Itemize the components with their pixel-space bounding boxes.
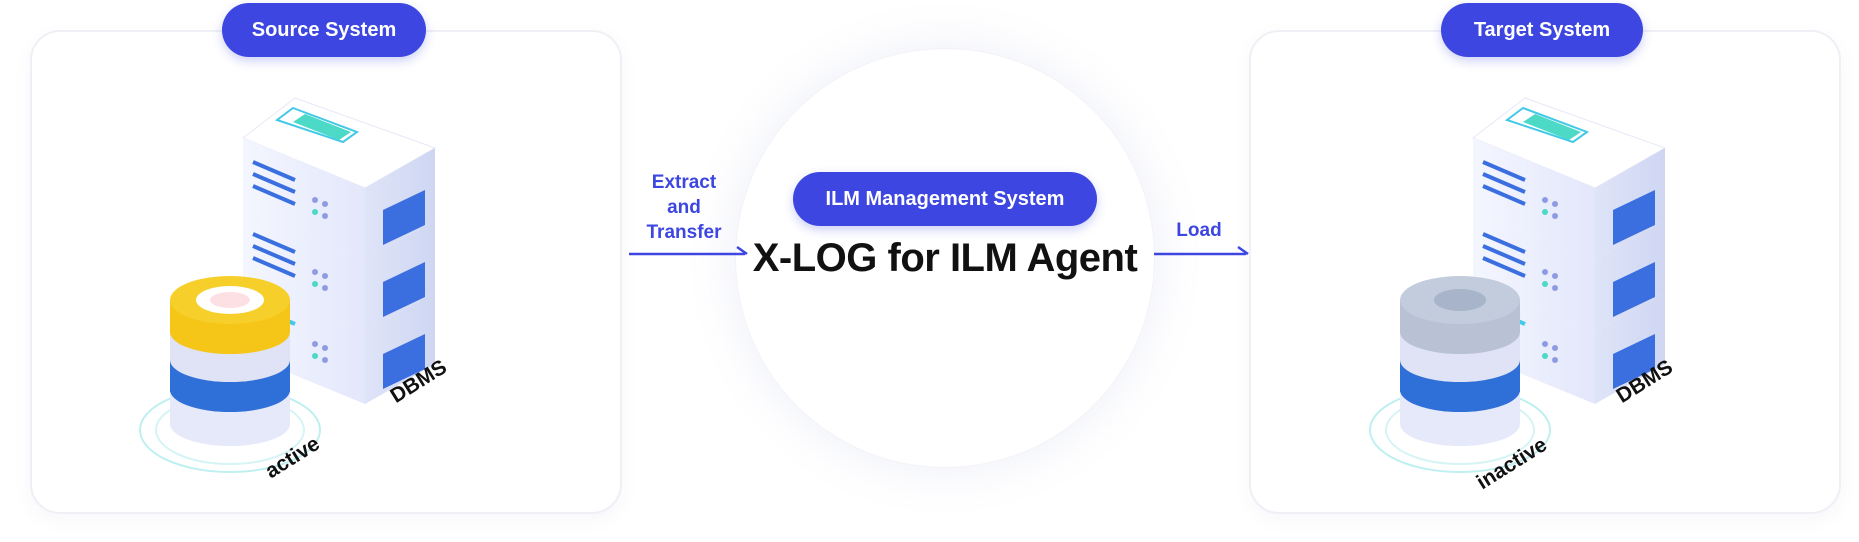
- center-title: X-LOG for ILM Agent: [752, 236, 1138, 280]
- server-stack-icon: [242, 97, 437, 404]
- target-server-illustration: [1369, 97, 1667, 473]
- ilm-management-system-badge: ILM Management System: [793, 172, 1097, 226]
- active-disk-stack-icon: [139, 276, 321, 473]
- extract-transfer-label: Extract and Transfer: [640, 170, 728, 245]
- inactive-disk-stack-icon: [1369, 276, 1551, 473]
- extract-label-line: Transfer: [646, 222, 722, 243]
- load-arrow-icon: [1154, 245, 1249, 256]
- target-system-badge: Target System: [1441, 3, 1643, 57]
- extract-arrow-icon: [629, 245, 748, 256]
- extract-label-line: and: [667, 197, 701, 218]
- ilm-agent-circle: [735, 48, 1155, 468]
- source-system-badge: Source System: [222, 3, 426, 57]
- extract-label-line: Extract: [651, 172, 717, 193]
- server-stack-icon: [1472, 97, 1667, 404]
- source-server-illustration: [139, 97, 437, 473]
- load-label: Load: [1176, 220, 1222, 241]
